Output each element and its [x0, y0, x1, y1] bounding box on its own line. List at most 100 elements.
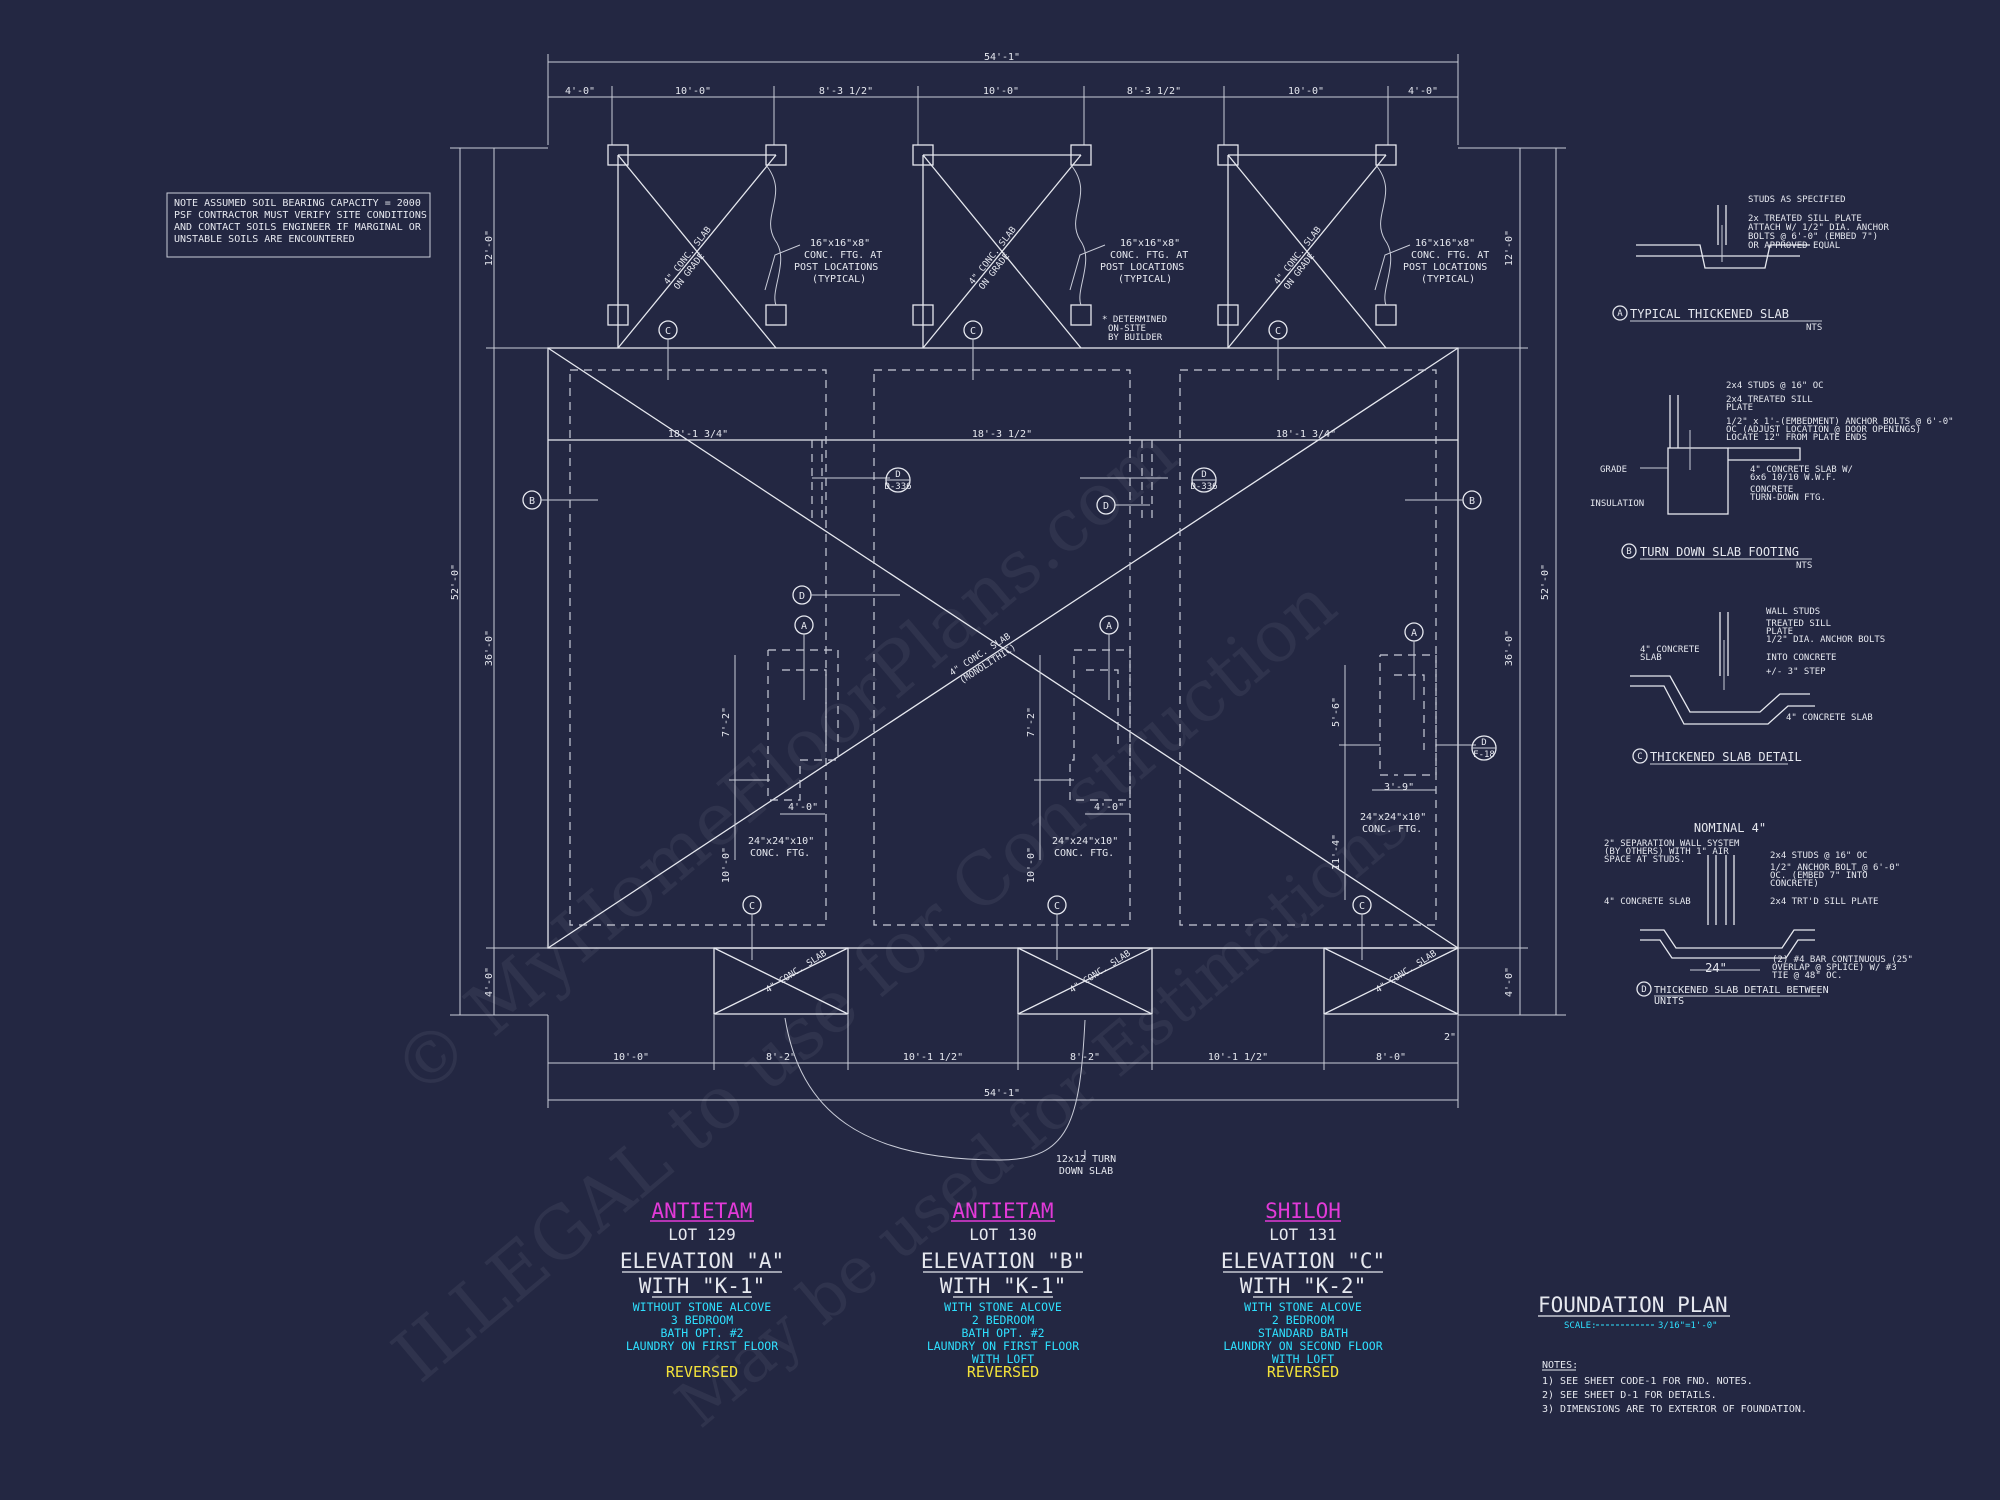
- svg-text:UNITS: UNITS: [1654, 996, 1684, 1007]
- svg-text:(TYPICAL): (TYPICAL): [1421, 274, 1475, 285]
- svg-text:LOCATE 12" FROM PLATE ENDS: LOCATE 12" FROM PLATE ENDS: [1726, 433, 1867, 443]
- svg-text:SPACE AT STUDS.: SPACE AT STUDS.: [1604, 855, 1685, 865]
- top-dimensions: 54'-1" 4'-0" 10'-0" 8'-3 1/2" 10'-0" 8'-…: [547, 52, 1459, 145]
- unit-with: WITH "K-2": [1240, 1274, 1366, 1298]
- svg-text:CONC. FTG.: CONC. FTG.: [750, 848, 810, 859]
- dimension-label: 8'-3 1/2": [819, 86, 873, 97]
- svg-text:12x12 TURN: 12x12 TURN: [1056, 1154, 1116, 1165]
- unit-block-2: ANTIETAM LOT 130 ELEVATION "B" WITH "K-1…: [921, 1199, 1085, 1381]
- soil-note-line: PSF CONTRACTOR MUST VERIFY SITE CONDITIO…: [174, 210, 427, 221]
- unit-reversed: REVERSED: [967, 1363, 1039, 1381]
- svg-text:A: A: [801, 621, 807, 632]
- unit-lot: LOT 129: [668, 1225, 735, 1244]
- unit-elevation: ELEVATION "B": [921, 1249, 1085, 1273]
- svg-text:ON-SITE: ON-SITE: [1108, 324, 1146, 334]
- unit-block-3: SHILOH LOT 131 ELEVATION "C" WITH "K-2" …: [1221, 1199, 1385, 1381]
- svg-text:INTO CONCRETE: INTO CONCRETE: [1766, 653, 1836, 663]
- section-marker-d-ref-3: D F-18: [1471, 735, 1497, 761]
- detail-a: STUDS AS SPECIFIED 2x TREATED SILL PLATE…: [1612, 195, 1889, 333]
- svg-text:2x4 TRT'D SILL PLATE: 2x4 TRT'D SILL PLATE: [1770, 897, 1878, 907]
- dimension-label: 8'-2": [1070, 1052, 1100, 1063]
- svg-text:CONC. FTG.: CONC. FTG.: [1362, 824, 1422, 835]
- section-marker-b-left: B: [522, 490, 598, 510]
- section-marker-a-2: A: [1099, 615, 1119, 700]
- dimension-label: 8'-3 1/2": [1127, 86, 1181, 97]
- unit-name: ANTIETAM: [651, 1199, 752, 1223]
- svg-text:16"x16"x8": 16"x16"x8": [810, 238, 870, 249]
- svg-text:7'-2": 7'-2": [721, 707, 732, 737]
- svg-text:4'-0": 4'-0": [1094, 802, 1124, 813]
- overall-dimension-top: 54'-1": [984, 52, 1020, 63]
- post-footing-callout-1: 16"x16"x8" CONC. FTG. AT POST LOCATIONS …: [764, 238, 882, 291]
- unit-spec: LAUNDRY ON FIRST FLOOR: [927, 1339, 1079, 1353]
- svg-text:GRADE: GRADE: [1600, 465, 1627, 475]
- svg-text:NOMINAL 4": NOMINAL 4": [1694, 821, 1766, 835]
- svg-text:1/2" DIA. ANCHOR BOLTS: 1/2" DIA. ANCHOR BOLTS: [1766, 635, 1885, 645]
- plan-notes-title: NOTES:: [1542, 1360, 1578, 1371]
- svg-text:11'-4": 11'-4": [1331, 834, 1342, 870]
- svg-text:D-336: D-336: [884, 482, 911, 492]
- unit-spec: BATH OPT. #2: [660, 1326, 743, 1340]
- detail-d: NOMINAL 4" 24" 2" SEPARATION WALL SYSTEM…: [1604, 821, 1913, 1007]
- svg-text:6x6 10/10 W.W.F.: 6x6 10/10 W.W.F.: [1750, 473, 1837, 483]
- svg-text:24"x24"x10": 24"x24"x10": [748, 836, 814, 847]
- unit-spec: BATH OPT. #2: [961, 1326, 1044, 1340]
- svg-text:F-18: F-18: [1473, 750, 1495, 760]
- unit-spec: 2 BEDROOM: [972, 1313, 1034, 1327]
- plan-note: 2) SEE SHEET D-1 FOR DETAILS.: [1542, 1390, 1717, 1401]
- svg-text:4" CONCRETE: 4" CONCRETE: [1640, 645, 1700, 655]
- right-overall-dimension: 52'-0": [1540, 564, 1551, 600]
- section-marker-a-3: A: [1404, 622, 1424, 700]
- svg-text:2" SEPARATION WALL SYSTEM: 2" SEPARATION WALL SYSTEM: [1604, 839, 1740, 849]
- svg-text:WALL STUDS: WALL STUDS: [1766, 607, 1820, 617]
- svg-text:A: A: [1617, 309, 1623, 319]
- svg-text:OVERLAP @ SPLICE) W/ #3: OVERLAP @ SPLICE) W/ #3: [1772, 963, 1897, 973]
- main-foundation: [547, 347, 1459, 949]
- svg-text:24"x24"x10": 24"x24"x10": [1052, 836, 1118, 847]
- section-marker-c-2: C: [963, 320, 983, 380]
- dimension-label: 36'-0": [484, 630, 495, 666]
- svg-text:NTS: NTS: [1796, 561, 1812, 571]
- svg-text:2x TREATED SILL PLATE: 2x TREATED SILL PLATE: [1748, 214, 1862, 224]
- left-overall-dimension: 52'-0": [450, 564, 461, 600]
- dimension-label: 10'-0": [983, 86, 1019, 97]
- bottom-dimensions: 10'-0" 8'-2" 10'-1 1/2" 8'-2" 10'-1 1/2"…: [547, 1015, 1459, 1108]
- svg-text:A: A: [1411, 628, 1417, 639]
- stair-footing-unit-2: 7'-2" 10'-0" 4'-0" 24"x24"x10" CONC. FTG…: [1026, 649, 1131, 883]
- svg-text:* DETERMINED: * DETERMINED: [1102, 315, 1167, 325]
- dimension-label: 10'-1 1/2": [1208, 1052, 1268, 1063]
- svg-text:D-336: D-336: [1190, 482, 1217, 492]
- section-marker-d-ref-2: D D-336: [1190, 467, 1218, 493]
- unit-spec: WITH LOFT: [972, 1352, 1034, 1366]
- unit-width-label: 18'-1 3/4": [1276, 429, 1336, 440]
- svg-text:+/- 3" STEP: +/- 3" STEP: [1766, 667, 1826, 677]
- unit-with: WITH "K-1": [639, 1274, 765, 1298]
- svg-text:TREATED SILL: TREATED SILL: [1766, 619, 1831, 629]
- dimension-label: 12'-0": [484, 230, 495, 266]
- svg-text:C: C: [749, 901, 755, 912]
- svg-text:2x4 STUDS @ 16" OC: 2x4 STUDS @ 16" OC: [1726, 381, 1824, 391]
- dimension-label: 4'-0": [1504, 967, 1515, 997]
- dimension-label: 10'-0": [613, 1052, 649, 1063]
- unit-lot: LOT 130: [969, 1225, 1036, 1244]
- section-marker-d-ref-1: D D-336: [884, 467, 912, 493]
- porch-zone-3: [1217, 144, 1397, 349]
- stair-footing-unit-3: 5'-6" 11'-4" 3'-9" 24"x24"x10" CONC. FTG…: [1331, 654, 1476, 900]
- svg-text:BOLTS @ 6'-0" (EMBED 7"): BOLTS @ 6'-0" (EMBED 7"): [1748, 232, 1878, 242]
- unit-spec: LAUNDRY ON FIRST FLOOR: [626, 1339, 778, 1353]
- svg-text:TIE @ 48" OC.: TIE @ 48" OC.: [1772, 971, 1842, 981]
- unit-spec: LAUNDRY ON SECOND FLOOR: [1223, 1339, 1382, 1353]
- detail-d-title: THICKENED SLAB DETAIL BETWEEN: [1654, 985, 1829, 996]
- section-marker-c-1: C: [658, 320, 678, 380]
- svg-text:(2) #4 BAR CONTINUOUS (25": (2) #4 BAR CONTINUOUS (25": [1772, 955, 1913, 965]
- unit-spec: 3 BEDROOM: [671, 1313, 733, 1327]
- svg-text:5'-6": 5'-6": [1331, 697, 1342, 727]
- svg-text:C: C: [1359, 901, 1365, 912]
- svg-text:PLATE: PLATE: [1766, 627, 1793, 637]
- dimension-label: 10'-0": [675, 86, 711, 97]
- section-marker-a-1: A: [794, 615, 814, 700]
- unit-spec: STANDARD BATH: [1258, 1326, 1348, 1340]
- rear-patio-3: C 4" CONC. SLAB: [1323, 895, 1459, 1015]
- soil-note-line: UNSTABLE SOILS ARE ENCOUNTERED: [174, 234, 355, 245]
